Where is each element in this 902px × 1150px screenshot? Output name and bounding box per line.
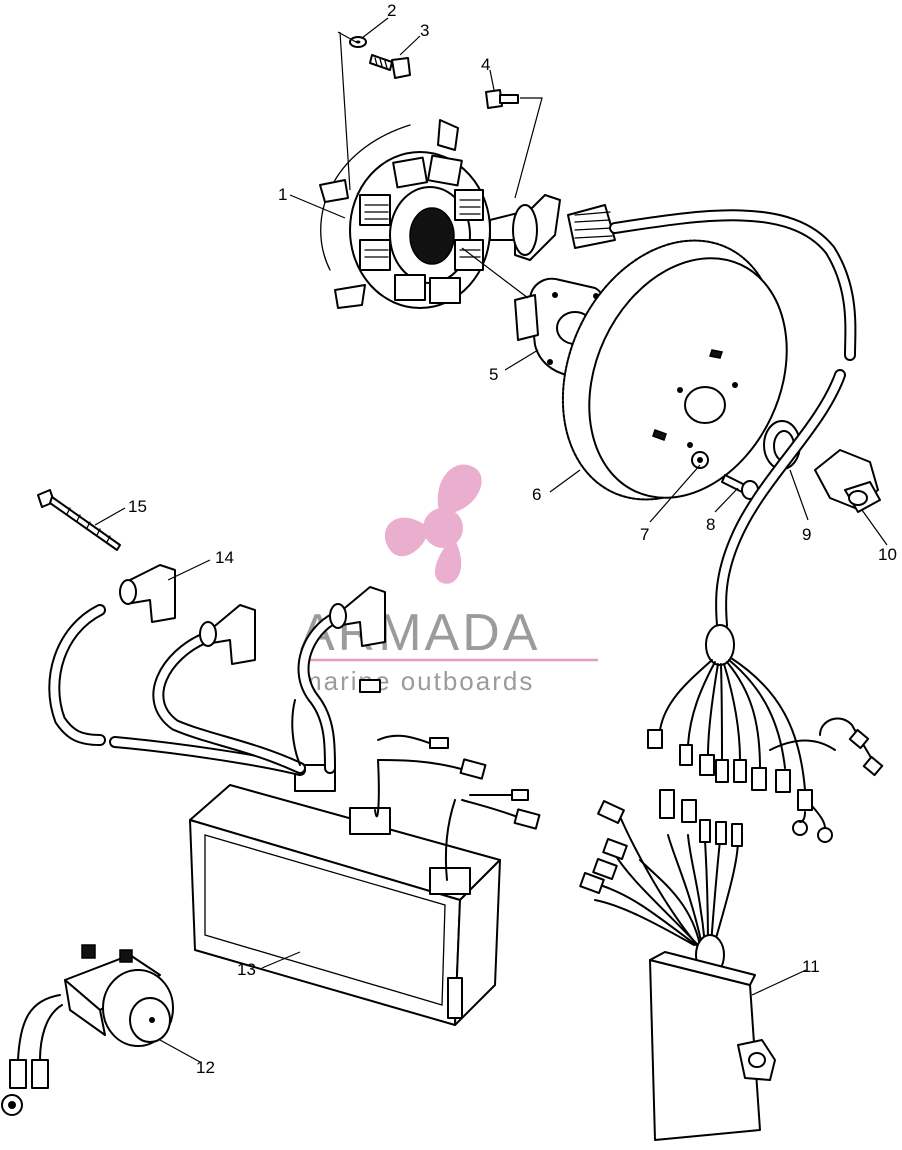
leader-2 [337,31,357,43]
callout-8: 8 [706,515,715,534]
callout-6: 6 [532,485,541,504]
callout-12: 12 [196,1058,215,1077]
stator-coils [359,154,484,304]
stator-assembly [319,119,616,309]
callout-2: 2 [387,1,396,20]
leader-4-to-bracket [514,97,543,199]
callout-9: 9 [802,525,811,544]
screw-part-3 [369,54,411,79]
callout-15: 15 [128,497,147,516]
leader-stator-axis [461,247,529,299]
solenoid-part-12 [1,944,174,1116]
harness-connectors [647,657,884,843]
callout-7: 7 [640,525,649,544]
screw-part-4 [485,89,519,109]
callout-10: 10 [878,545,897,564]
leader-2-to-stator [339,31,351,191]
callout-5: 5 [489,365,498,384]
washer-part-2 [349,36,367,48]
callout-leaders [94,17,888,1063]
screw-part-15 [37,489,121,551]
spark-plug-leads [48,604,541,881]
watermark-propeller-logo [384,464,482,584]
callout-4: 4 [481,55,490,74]
watermark-tagline: marine outboards [300,666,534,696]
harness-conduit [609,209,857,666]
flywheel-part-6 [561,239,788,501]
callout-13: 13 [237,960,256,979]
spark-plug-cap-b [199,604,256,665]
nut-part-7 [691,451,709,469]
callout-11: 11 [802,957,820,976]
spark-plug-cap-c [329,586,386,647]
coil-pack-part-13 [189,764,501,1026]
callout-14: 14 [215,548,234,567]
callout-labels: 1 2 3 4 5 6 7 8 9 10 11 12 13 14 15 [128,1,897,1077]
spark-plug-cap-14 [119,564,176,623]
callout-3: 3 [420,21,429,40]
callout-1: 1 [278,185,287,204]
module-part-11 [579,789,776,1141]
grommet-part-10 [814,449,881,513]
bolt-part-8 [721,474,759,500]
